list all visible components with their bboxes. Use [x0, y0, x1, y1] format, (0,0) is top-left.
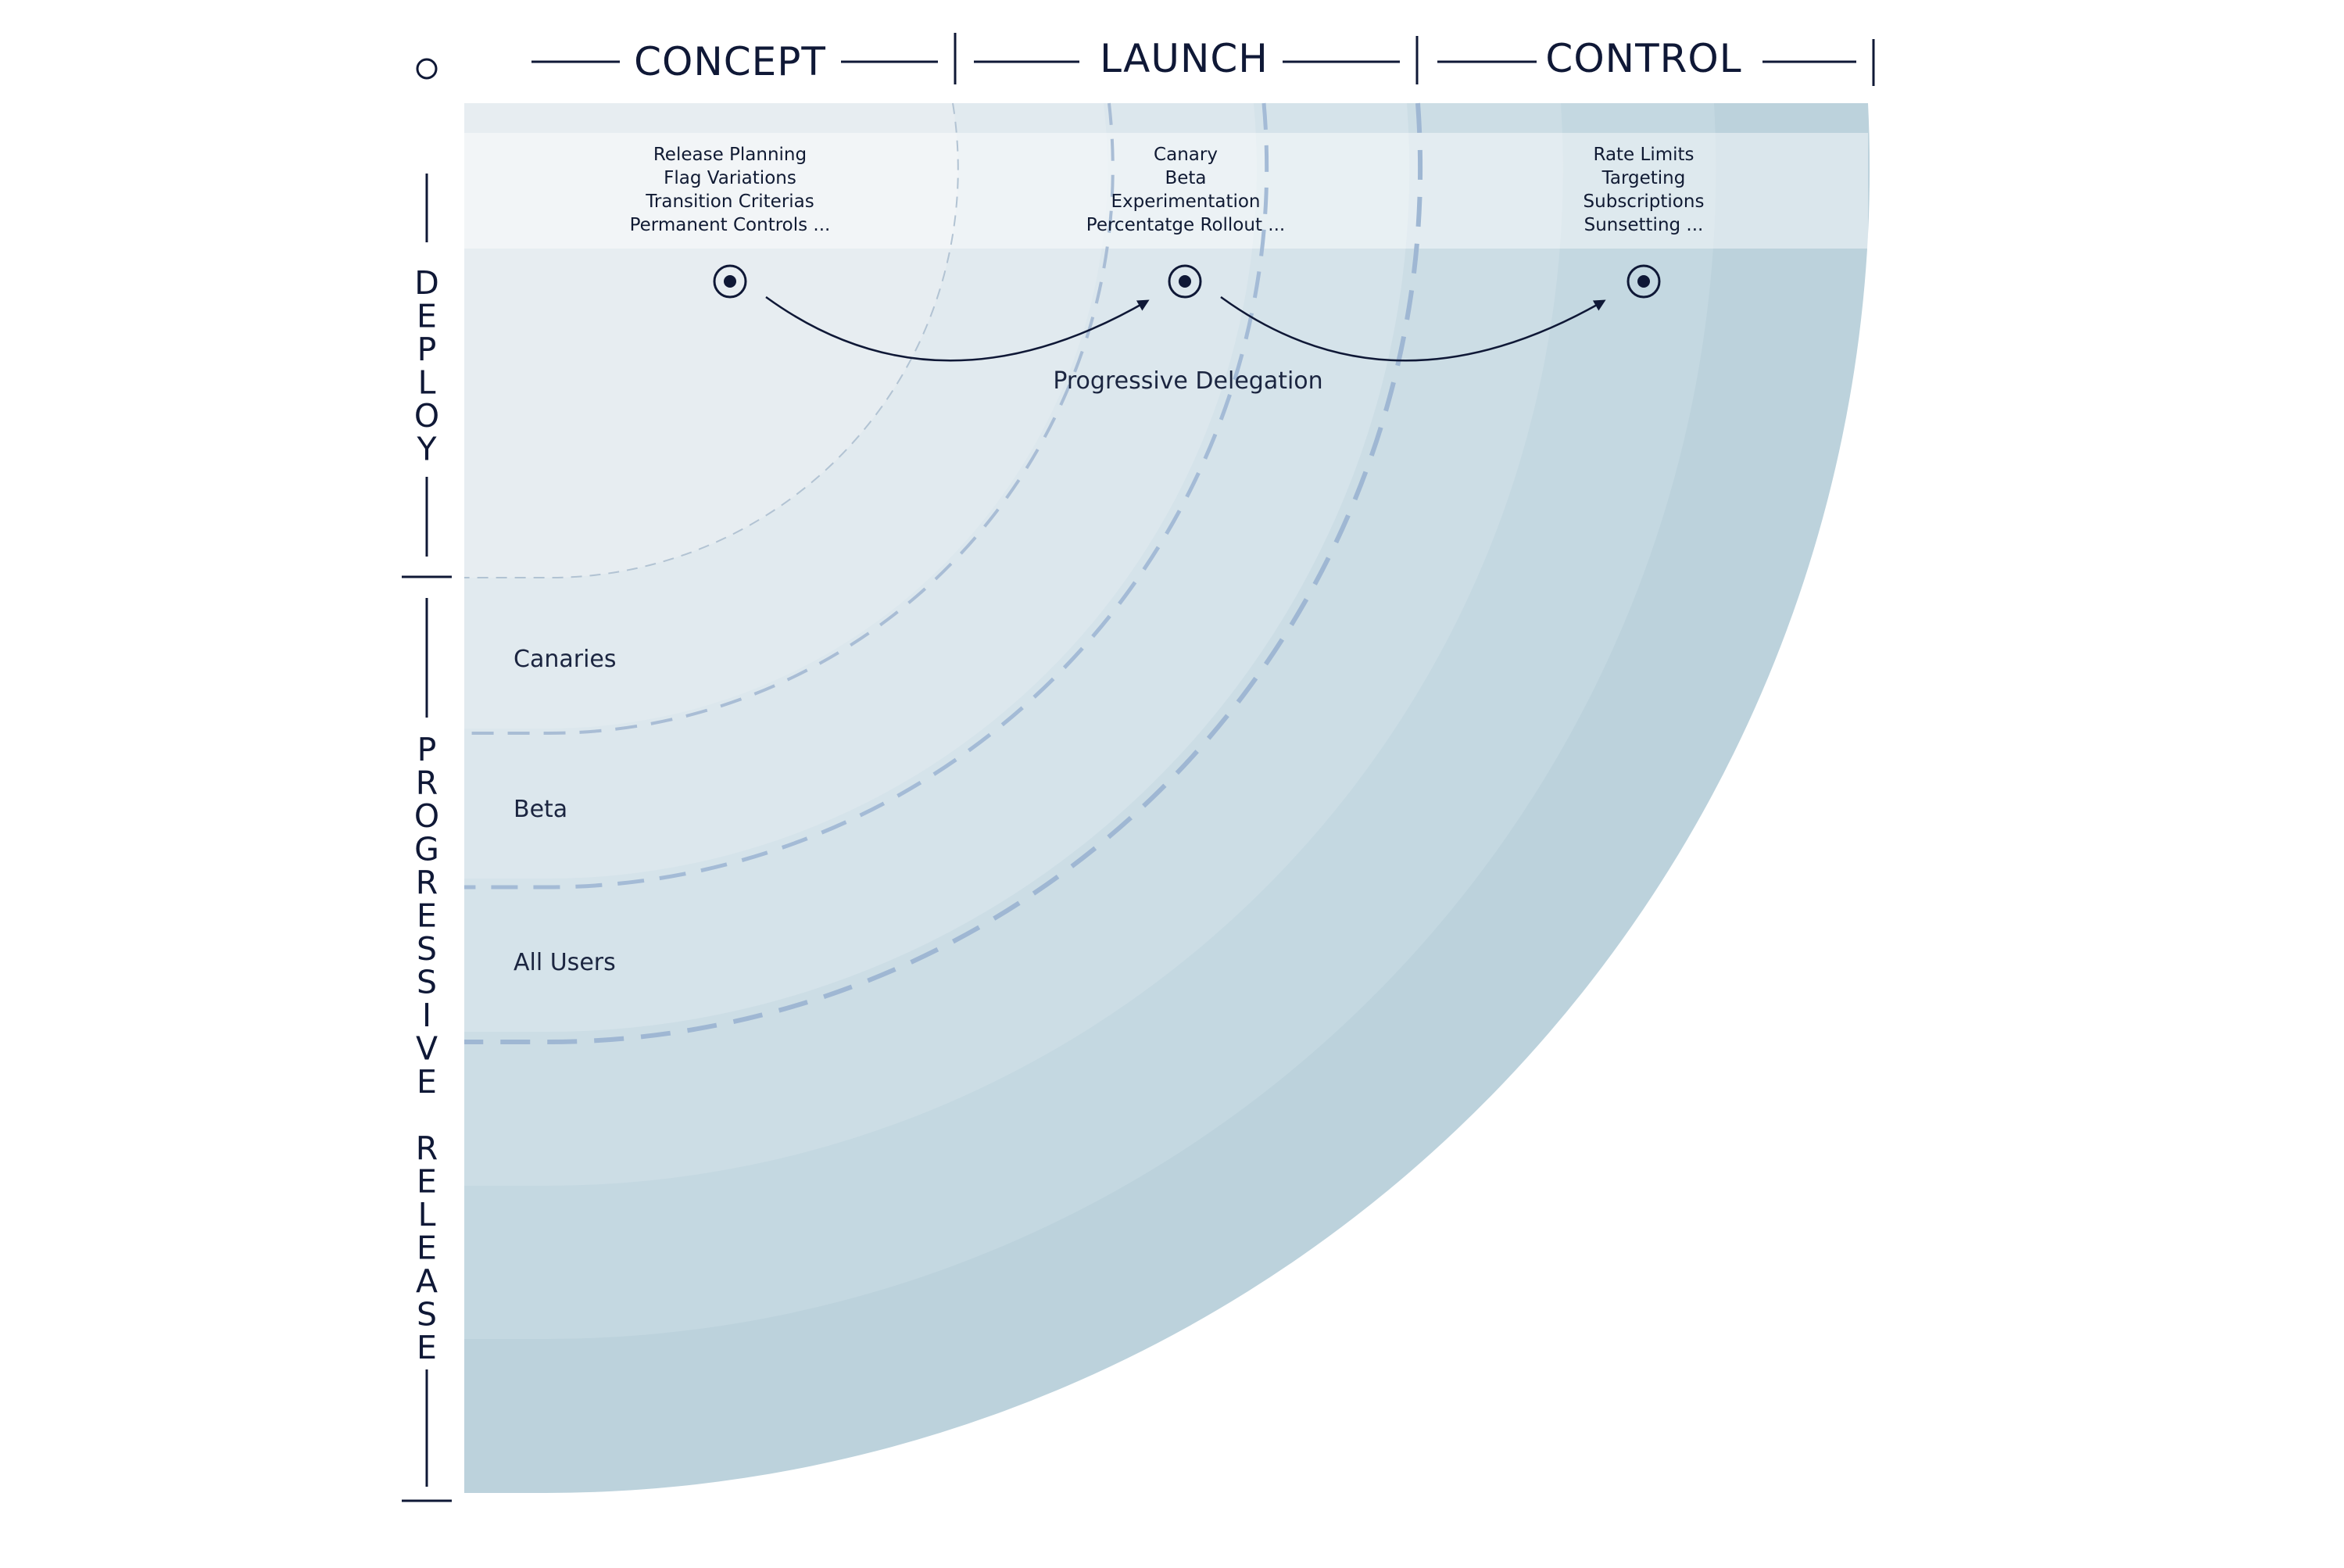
phase-title-concept: CONCEPT	[634, 39, 826, 84]
delegation-arrow-concept-to-launch	[765, 295, 1150, 362]
axis-letter: E	[417, 1163, 437, 1201]
launch-item: Percentatge Rollout ...	[1086, 215, 1285, 235]
target-concept-icon	[713, 264, 747, 299]
control-item: Targeting	[1601, 168, 1686, 188]
items-strip	[464, 133, 1868, 249]
phase-title-control: CONTROL	[1545, 36, 1741, 81]
axis-letter: P	[417, 331, 437, 368]
origin-circle-icon	[416, 58, 438, 80]
launch-item: Beta	[1165, 168, 1206, 188]
concept-items: Release Planning Flag Variations Transit…	[630, 145, 831, 235]
phase-header	[531, 33, 1875, 86]
axis-letter: G	[414, 831, 439, 868]
axis-letter: I	[422, 997, 431, 1034]
axis-letter: V	[416, 1030, 438, 1068]
control-item: Subscriptions	[1584, 192, 1705, 212]
axis-letter: L	[418, 364, 436, 402]
axis-letter: R	[416, 864, 438, 901]
axis-letter: E	[417, 897, 437, 935]
axis-letter: L	[418, 1196, 436, 1233]
launch-item: Experimentation	[1111, 192, 1260, 212]
dashed-rings	[464, 102, 1423, 1045]
concept-item: Permanent Controls ...	[630, 215, 831, 235]
concept-item: Transition Criterias	[645, 192, 814, 212]
control-item: Sunsetting ...	[1584, 215, 1704, 235]
control-item: Rate Limits	[1593, 145, 1694, 165]
ring-label-all-users: All Users	[514, 949, 616, 976]
axis-letter: E	[417, 1230, 437, 1267]
axis-letter: D	[414, 264, 439, 302]
target-launch-icon	[1168, 264, 1202, 299]
axis-letter: S	[417, 930, 437, 968]
concept-item: Release Planning	[653, 145, 807, 165]
dashed-ring-4	[464, 102, 1423, 1045]
axis-letter: Y	[416, 431, 437, 468]
axis-letter: P	[417, 731, 437, 768]
control-items: Rate Limits Targeting Subscriptions Suns…	[1584, 145, 1705, 235]
delegation-label: Progressive Delegation	[1053, 367, 1322, 395]
target-control-icon	[1626, 264, 1661, 299]
axis-letter: E	[417, 1329, 437, 1366]
axis-letter: O	[414, 797, 439, 835]
ring-label-beta: Beta	[514, 796, 567, 823]
dashed-ring-2	[464, 102, 1115, 736]
axis-letter: E	[417, 1063, 437, 1101]
axis-letter: S	[417, 964, 437, 1001]
left-axis	[402, 174, 452, 1502]
delegation-arrow-launch-to-control	[1220, 295, 1606, 362]
phase-title-launch: LAUNCH	[1100, 36, 1269, 81]
axis-letter: S	[417, 1296, 437, 1334]
launch-item: Canary	[1154, 145, 1218, 165]
dashed-ring-3	[464, 102, 1269, 890]
band-core	[464, 103, 958, 578]
axis-letter: E	[417, 298, 437, 335]
axis-letter: A	[416, 1262, 438, 1300]
dashed-ring-1	[464, 102, 959, 579]
axis-letter: R	[416, 764, 438, 802]
axis-letter: O	[414, 397, 439, 435]
ring-bands	[464, 103, 1870, 1494]
ring-label-canaries: Canaries	[514, 646, 616, 673]
axis-letter: R	[416, 1129, 438, 1167]
concept-item: Flag Variations	[664, 168, 796, 188]
launch-items: Canary Beta Experimentation Percentatge …	[1086, 145, 1285, 235]
